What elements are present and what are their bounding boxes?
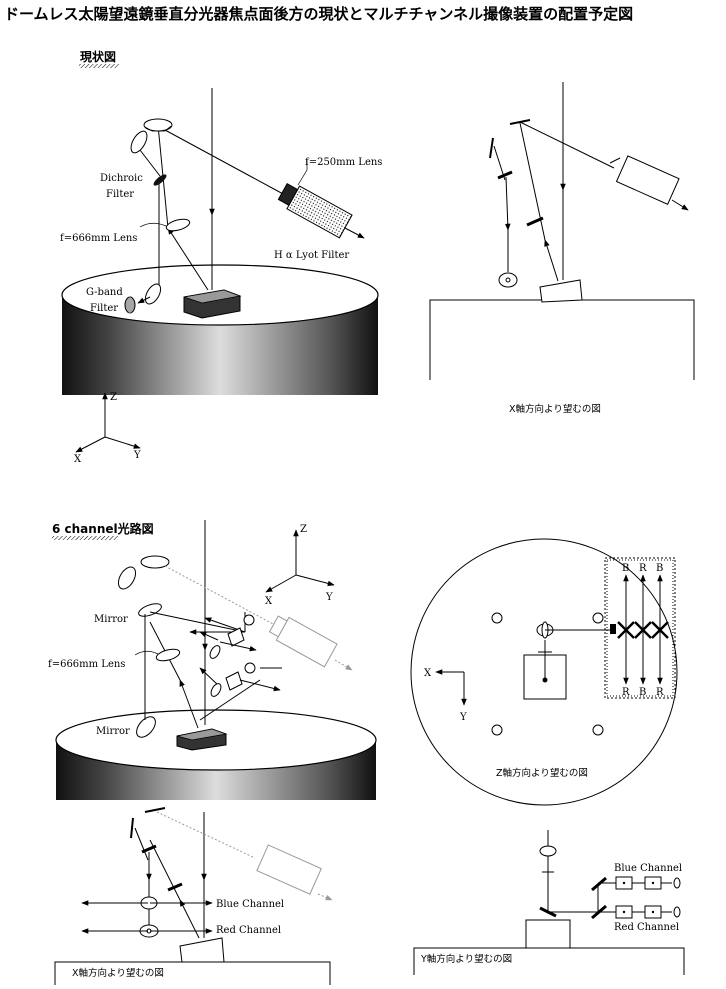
label-dichroic-1: Dichroic — [100, 173, 143, 184]
channel-letter-bottom-3: R — [656, 687, 664, 698]
label-gband-2: Filter — [90, 303, 118, 314]
channel-letter-top-2: R — [639, 563, 647, 574]
current-3d-view — [61, 88, 379, 395]
label-blue-channel: Blue Channel — [216, 899, 284, 910]
axis-z-2: Z — [300, 524, 307, 535]
section-title-current: 現状図 — [80, 49, 116, 64]
axis-y-2: Y — [325, 592, 333, 603]
label-f666-lens: f=666mm Lens — [60, 233, 137, 244]
x-view-six-channel — [54, 807, 333, 985]
label-red-channel-2: Red Channel — [614, 922, 679, 933]
channel-letter-top-1: B — [622, 563, 629, 574]
caption-x-view-2: X軸方向より望むの図 — [72, 967, 164, 979]
axis-y: Y — [133, 450, 141, 461]
caption-x-view-1: X軸方向より望むの図 — [509, 403, 601, 415]
axis-x-2: X — [265, 596, 273, 607]
label-f250-lens: f=250mm Lens — [305, 157, 382, 168]
label-dichroic-2: Filter — [106, 189, 134, 200]
label-blue-channel-2: Blue Channel — [614, 863, 682, 874]
axis-y-z-view: Y — [459, 712, 467, 723]
axes-indicator-1 — [75, 392, 141, 453]
six-channel-3d-view — [55, 520, 377, 800]
axes-indicator-2 — [265, 529, 335, 593]
label-mirror-bottom: Mirror — [96, 726, 130, 737]
axis-z: Z — [110, 392, 117, 403]
y-view — [413, 830, 685, 975]
label-gband-1: G-band — [86, 287, 123, 298]
section-underline — [79, 64, 119, 68]
label-red-channel: Red Channel — [216, 925, 281, 936]
x-view-current — [429, 82, 695, 380]
z-view — [410, 538, 678, 806]
axis-x-z-view: X — [424, 668, 432, 679]
channel-letter-bottom-1: R — [622, 687, 630, 698]
section-title-six-channel: 6 channel光路図 — [52, 521, 154, 536]
section-underline-2 — [52, 536, 118, 540]
page-title: ドームレス太陽望遠鏡垂直分光器焦点面後方の現状とマルチチャンネル撮像装置の配置予… — [4, 5, 633, 23]
axis-x: X — [74, 454, 82, 465]
label-f666-lens-2: f=666mm Lens — [48, 659, 125, 670]
label-halpha-lyot: H α Lyot Filter — [274, 250, 349, 261]
channel-letter-top-3: B — [656, 563, 663, 574]
label-mirror-top: Mirror — [94, 614, 128, 625]
caption-z-view: Z軸方向より望むの図 — [496, 767, 588, 779]
caption-y-view: Y軸方向より望むの図 — [420, 953, 512, 965]
channel-letter-bottom-2: B — [639, 687, 646, 698]
